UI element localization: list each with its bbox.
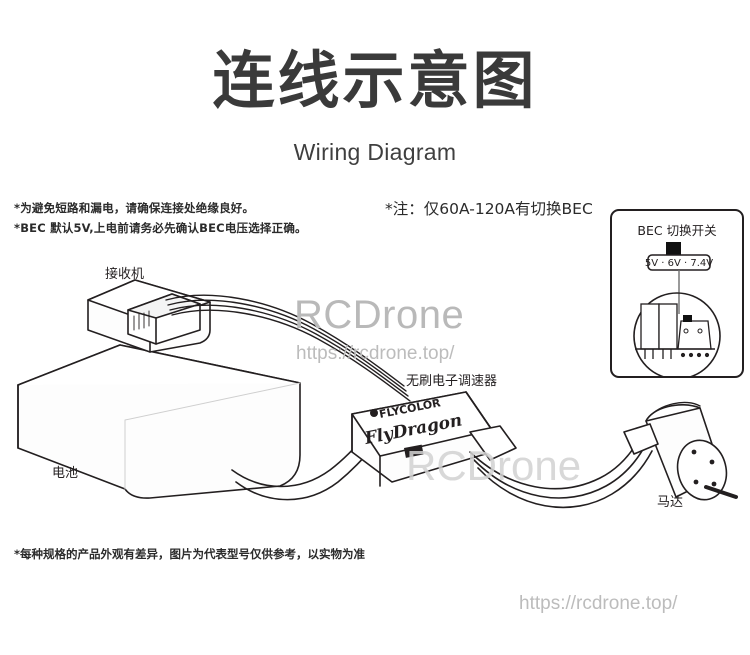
label-esc: 无刷电子调速器: [406, 374, 498, 389]
watermark-url: https://rcdrone.top/: [296, 343, 455, 364]
bec-solder-dot-4: [704, 352, 710, 358]
esc-brand-bullet-icon: [370, 409, 378, 417]
watermark-footer: https://rcdrone.top/: [519, 593, 678, 614]
label-receiver: 接收机: [105, 267, 145, 282]
warning-note-2: *BEC 默认5V,上电前请务必先确认BEC电压选择正确。: [14, 221, 307, 235]
watermark-ghost: RCDrone: [406, 442, 582, 489]
bec-switch-knob: [666, 242, 681, 255]
warning-note-1: *为避免短路和漏电，请确保连接处绝缘良好。: [14, 201, 255, 215]
bec-switch-dot-2: [697, 328, 703, 334]
bec-voltage-label: 5V · 6V · 7.4V: [645, 258, 713, 269]
battery-illustration: [17, 344, 301, 499]
receiver-illustration: [87, 279, 211, 353]
bec-switch-module-knob: [683, 315, 692, 322]
page-subtitle: Wiring Diagram: [293, 139, 457, 165]
bec-switch-illustration: 5V · 6V · 7.4V: [633, 242, 721, 376]
page-title: 连线示意图: [212, 44, 538, 117]
left-warning-notes: *为避免短路和漏电，请确保连接处绝缘良好。 *BEC 默认5V,上电前请务必先确…: [14, 198, 307, 238]
motor-illustration: [623, 404, 738, 501]
bec-availability-note: *注：仅60A-120A有切换BEC: [385, 200, 593, 218]
motor-face-holes: [691, 449, 717, 487]
signal-cable: [165, 294, 411, 402]
motor-top-wire: [647, 401, 701, 419]
bec-switch-dot-1: [683, 328, 689, 334]
label-motor: 马达: [657, 495, 684, 510]
bec-solder-dot-3: [696, 352, 702, 358]
bec-solder-dot-1: [680, 352, 686, 358]
motor-phase-wires: [469, 437, 653, 509]
bec-magnifier-circle: [633, 292, 721, 376]
label-battery: 电池: [52, 466, 79, 481]
footer-disclaimer-note: *每种规格的产品外观有差异，图片为代表型号仅供参考，以实物为准: [14, 547, 366, 561]
esc-badge: [404, 444, 424, 458]
watermark-brand: RCDrone: [294, 293, 465, 337]
bec-solder-dot-2: [688, 352, 694, 358]
bec-panel-title: BEC 切换开关: [637, 223, 717, 238]
bec-switch-panel: BEC 切换开关: [610, 209, 744, 378]
esc-illustration: [351, 391, 517, 487]
